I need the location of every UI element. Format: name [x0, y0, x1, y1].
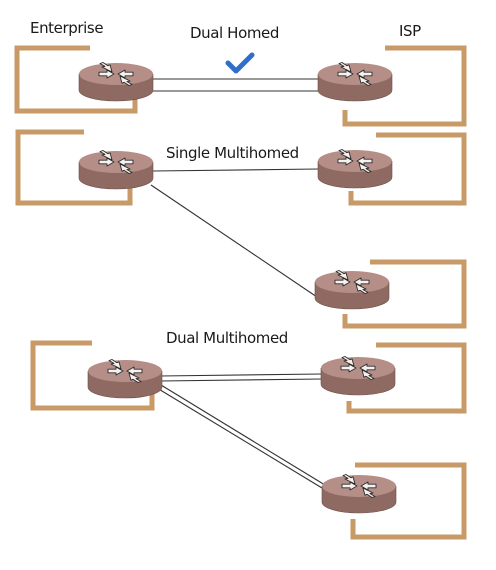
isp-header: ISP [399, 22, 421, 40]
router-icon [320, 356, 396, 396]
router-icon [317, 62, 393, 102]
dual-multihomed-label: Dual Multihomed [166, 329, 288, 347]
single-multihomed-label: Single Multihomed [166, 144, 299, 162]
isp-site-box-4 [346, 342, 467, 414]
single-multihomed-link-2 [150, 184, 318, 298]
enterprise-site-box-3 [30, 340, 155, 411]
isp-site-box-3 [342, 259, 467, 329]
router-icon [317, 149, 393, 189]
isp-site-box-2 [348, 132, 467, 206]
checkmark-icon [225, 52, 255, 74]
isp-site-box-1 [342, 45, 467, 127]
router-icon [78, 150, 154, 190]
dual-homed-label: Dual Homed [190, 24, 280, 42]
isp-site-box-5 [350, 462, 467, 540]
router-icon [314, 270, 390, 310]
enterprise-site-box-2 [15, 129, 133, 206]
enterprise-site-box-1 [14, 45, 138, 114]
dual-multihomed-link-2 [159, 378, 323, 382]
router-icon [87, 359, 163, 399]
router-icon [321, 474, 397, 514]
single-multihomed-link-1 [152, 168, 319, 172]
dual-multihomed-link-3 [156, 387, 323, 489]
router-icon [78, 62, 154, 102]
enterprise-header: Enterprise [30, 19, 104, 37]
dual-multihomed-link-1 [159, 373, 323, 377]
dual-multihomed-link-4 [160, 384, 326, 486]
